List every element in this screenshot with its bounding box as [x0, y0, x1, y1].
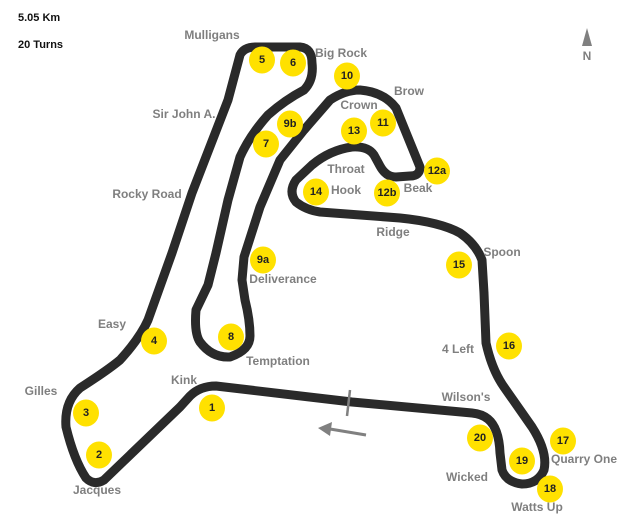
turn-number: 15	[453, 259, 465, 271]
corner-label: 4 Left	[442, 342, 474, 356]
turn-marker-circle	[537, 475, 563, 503]
race-track	[61, 42, 550, 489]
turn-number: 17	[557, 435, 569, 447]
turn-marker-7: 7	[253, 130, 279, 158]
turn-marker-circle	[250, 246, 276, 274]
turn-number: 12a	[428, 165, 447, 177]
turn-marker-circle	[334, 62, 360, 90]
turn-number: 2	[96, 449, 102, 461]
turn-marker-4: 4	[141, 327, 167, 355]
turn-marker-circle	[73, 399, 99, 427]
turn-marker-circle	[496, 332, 522, 360]
turn-number: 18	[544, 483, 556, 495]
turn-marker-19: 19	[509, 447, 535, 475]
corner-label: Mulligans	[184, 28, 240, 42]
corner-label: Rocky Road	[112, 187, 181, 201]
corner-label: Spoon	[483, 245, 520, 259]
turn-number: 9a	[257, 254, 270, 266]
turn-marker-13: 13	[341, 117, 367, 145]
turn-number: 20	[474, 432, 486, 444]
corner-label: Wicked	[446, 470, 488, 484]
turn-marker-circle	[249, 46, 275, 74]
turn-marker-circle	[86, 441, 112, 469]
turn-number: 9b	[284, 118, 297, 130]
turn-marker-18: 18	[537, 475, 563, 503]
turn-marker-circle	[446, 251, 472, 279]
corner-label: Kink	[171, 373, 197, 387]
corner-label: Beak	[404, 181, 433, 195]
turn-marker-9a: 9a	[250, 246, 276, 274]
turn-marker-circle	[253, 130, 279, 158]
corner-label: Jacques	[73, 483, 121, 497]
corner-label: Ridge	[376, 225, 410, 239]
turn-marker-17: 17	[550, 427, 576, 455]
north-arrow-icon: N	[582, 28, 592, 63]
turn-number: 11	[377, 117, 389, 129]
turn-number: 3	[83, 407, 89, 419]
turn-marker-20: 20	[467, 424, 493, 452]
turn-number: 5	[259, 54, 265, 66]
turn-marker-12a: 12a	[424, 157, 450, 185]
corner-label: Deliverance	[249, 272, 317, 286]
turn-marker-3: 3	[73, 399, 99, 427]
turn-marker-circle	[341, 117, 367, 145]
turn-marker-8: 8	[218, 323, 244, 351]
corner-label: Throat	[327, 162, 364, 176]
track-length: 5.05 Km	[18, 12, 60, 24]
turn-number: 8	[228, 331, 234, 343]
corner-label: Brow	[394, 84, 425, 98]
turn-marker-15: 15	[446, 251, 472, 279]
turn-number: 10	[341, 70, 353, 82]
turn-marker-circle	[550, 427, 576, 455]
corner-label: Gilles	[25, 384, 58, 398]
corner-label: Watts Up	[511, 500, 563, 514]
turn-marker-5: 5	[249, 46, 275, 74]
turn-marker-circle	[277, 110, 303, 138]
turn-marker-circle	[424, 157, 450, 185]
turn-marker-10: 10	[334, 62, 360, 90]
turn-number: 19	[516, 455, 528, 467]
corner-label: Hook	[331, 183, 361, 197]
turn-number: 7	[263, 138, 269, 150]
turn-marker-circle	[509, 447, 535, 475]
corner-label: Sir John A.	[153, 107, 216, 121]
turn-marker-2: 2	[86, 441, 112, 469]
turn-marker-circle	[199, 394, 225, 422]
turn-number: 16	[503, 340, 515, 352]
turn-marker-circle	[467, 424, 493, 452]
turn-marker-11: 11	[370, 109, 396, 137]
start-finish-line	[345, 389, 352, 417]
turn-marker-circle	[141, 327, 167, 355]
turn-marker-circle	[303, 178, 329, 206]
turn-number: 12b	[378, 187, 397, 199]
turn-marker-circle	[218, 323, 244, 351]
corner-label: Crown	[340, 98, 377, 112]
turn-marker-6: 6	[280, 49, 306, 77]
corner-label: Temptation	[246, 354, 310, 368]
turn-count: 20 Turns	[18, 39, 63, 51]
turn-marker-circle	[374, 179, 400, 207]
corner-labels: Mulligans Big Rock Brow Crown Sir John A…	[25, 28, 618, 514]
turn-markers: 5 6 10 9b 7 11 13 12a 14 12b 9a 15 4 8 16 3 1 20 17 2 19 18	[73, 46, 576, 503]
corner-label: Easy	[98, 317, 126, 331]
corner-label: Big Rock	[315, 46, 367, 60]
turn-number: 14	[310, 186, 323, 198]
turn-marker-12b: 12b	[374, 179, 400, 207]
north-label: N	[583, 49, 592, 63]
turn-number: 4	[151, 335, 158, 347]
turn-number: 1	[209, 402, 215, 414]
corner-label: Wilson's	[442, 390, 491, 404]
corner-label: Quarry One	[551, 452, 617, 466]
turn-marker-16: 16	[496, 332, 522, 360]
turn-number: 6	[290, 57, 296, 69]
turn-marker-1: 1	[199, 394, 225, 422]
turn-marker-circle	[370, 109, 396, 137]
turn-marker-14: 14	[303, 178, 329, 206]
turn-marker-circle	[280, 49, 306, 77]
direction-arrow-icon	[318, 422, 367, 437]
turn-marker-9b: 9b	[277, 110, 303, 138]
turn-number: 13	[348, 125, 360, 137]
